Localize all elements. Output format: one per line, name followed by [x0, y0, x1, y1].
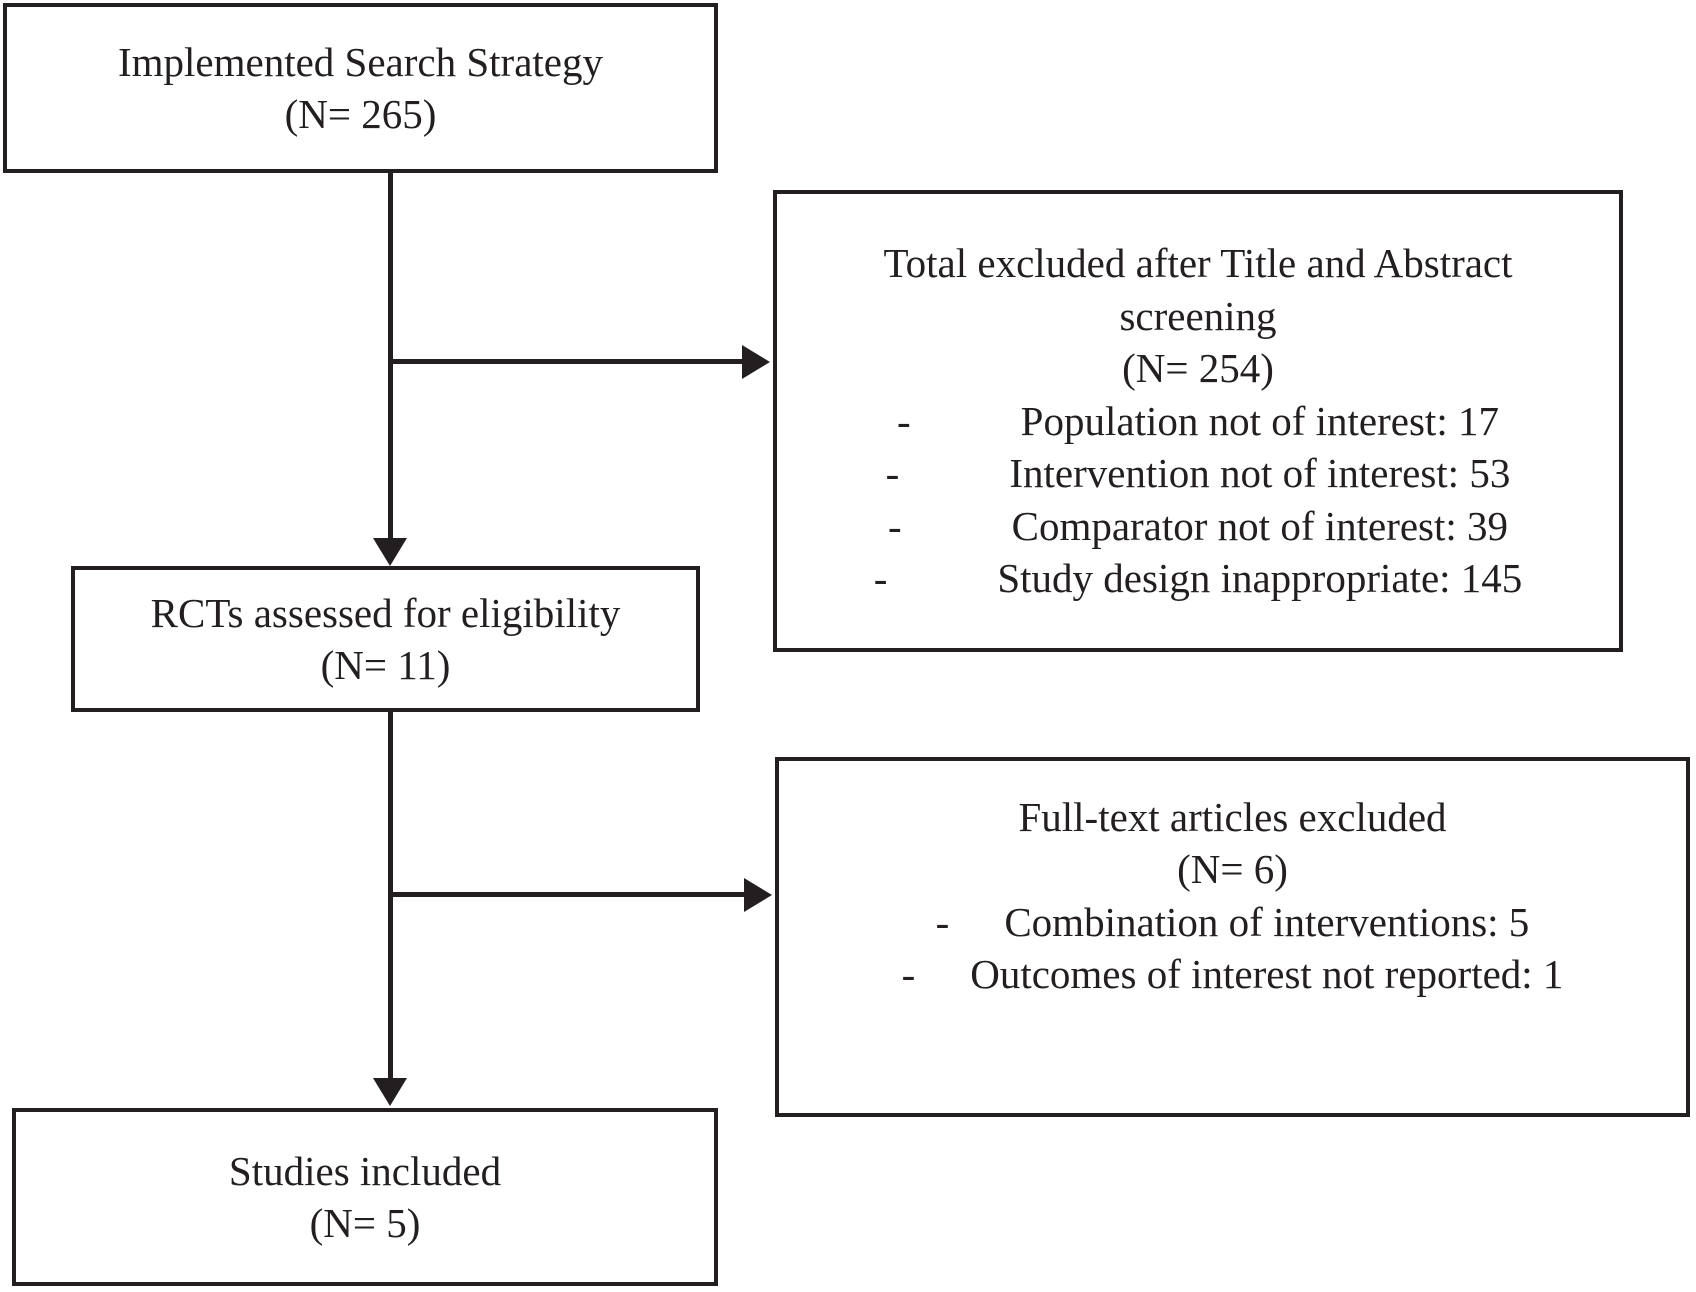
bullet-dash: - [885, 450, 900, 497]
search-strategy-label: Implemented Search Strategy [118, 38, 603, 85]
connector-to-fulltext-excluded [390, 892, 744, 897]
exclusion-reason-text: Combination of interventions: 5 [1004, 898, 1530, 945]
arrow-down-icon [373, 538, 407, 566]
exclusion-reason-item: - Comparator not of interest: 39 [888, 500, 1508, 552]
bullet-dash: - [887, 502, 902, 549]
search-strategy-count: (N= 265) [284, 91, 437, 137]
fulltext-title: Full-text articles excluded [1018, 794, 1447, 840]
arrow-right-icon [744, 878, 772, 912]
exclusion-reason-item: - Population not of interest: 17 [897, 395, 1499, 447]
exclusion-reason-item: - Intervention not of interest: 53 [886, 447, 1511, 499]
bullet-dash: - [873, 555, 888, 602]
connector-search-to-rcts [388, 173, 393, 538]
arrow-right-icon [742, 345, 770, 379]
exclusion-reason-text: Population not of interest: 17 [1020, 397, 1499, 444]
box-title-abstract-excluded: Total excluded after Title and Abstract … [773, 190, 1623, 652]
exclusion-reason-text: Outcomes of interest not reported: 1 [970, 951, 1564, 998]
excluded-count: (N= 254) [1122, 345, 1274, 392]
connector-to-title-abstract-excluded [390, 359, 742, 364]
arrow-down-icon [373, 1078, 407, 1106]
excluded-title-line2: screening [1119, 292, 1277, 339]
exclusion-reason-item: - Combination of interventions: 5 [936, 896, 1530, 948]
exclusion-reason-item: - Study design inappropriate: 145 [874, 552, 1523, 604]
exclusion-reason-text: Study design inappropriate: 145 [997, 555, 1523, 602]
included-label: Studies included [228, 1147, 502, 1194]
included-count: (N= 5) [309, 1200, 421, 1246]
excluded-title-line1: Total excluded after Title and Abstract [883, 240, 1513, 287]
bullet-dash: - [897, 397, 911, 444]
box-fulltext-excluded: Full-text articles excluded (N= 6) - Com… [775, 757, 1690, 1117]
rcts-count: (N= 11) [320, 642, 451, 688]
bullet-dash: - [901, 951, 916, 998]
box-rcts-eligibility: RCTs assessed for eligibility (N= 11) [71, 566, 700, 712]
exclusion-reason-item: - Outcomes of interest not reported: 1 [902, 948, 1564, 1000]
exclusion-reason-text: Intervention not of interest: 53 [1009, 450, 1511, 497]
exclusion-reason-text: Comparator not of interest: 39 [1011, 502, 1509, 549]
fulltext-count: (N= 6) [1177, 846, 1288, 893]
rcts-label: RCTs assessed for eligibility [150, 589, 621, 636]
box-search-strategy: Implemented Search Strategy (N= 265) [3, 3, 718, 173]
box-studies-included: Studies included (N= 5) [12, 1108, 718, 1286]
bullet-dash: - [935, 898, 950, 945]
